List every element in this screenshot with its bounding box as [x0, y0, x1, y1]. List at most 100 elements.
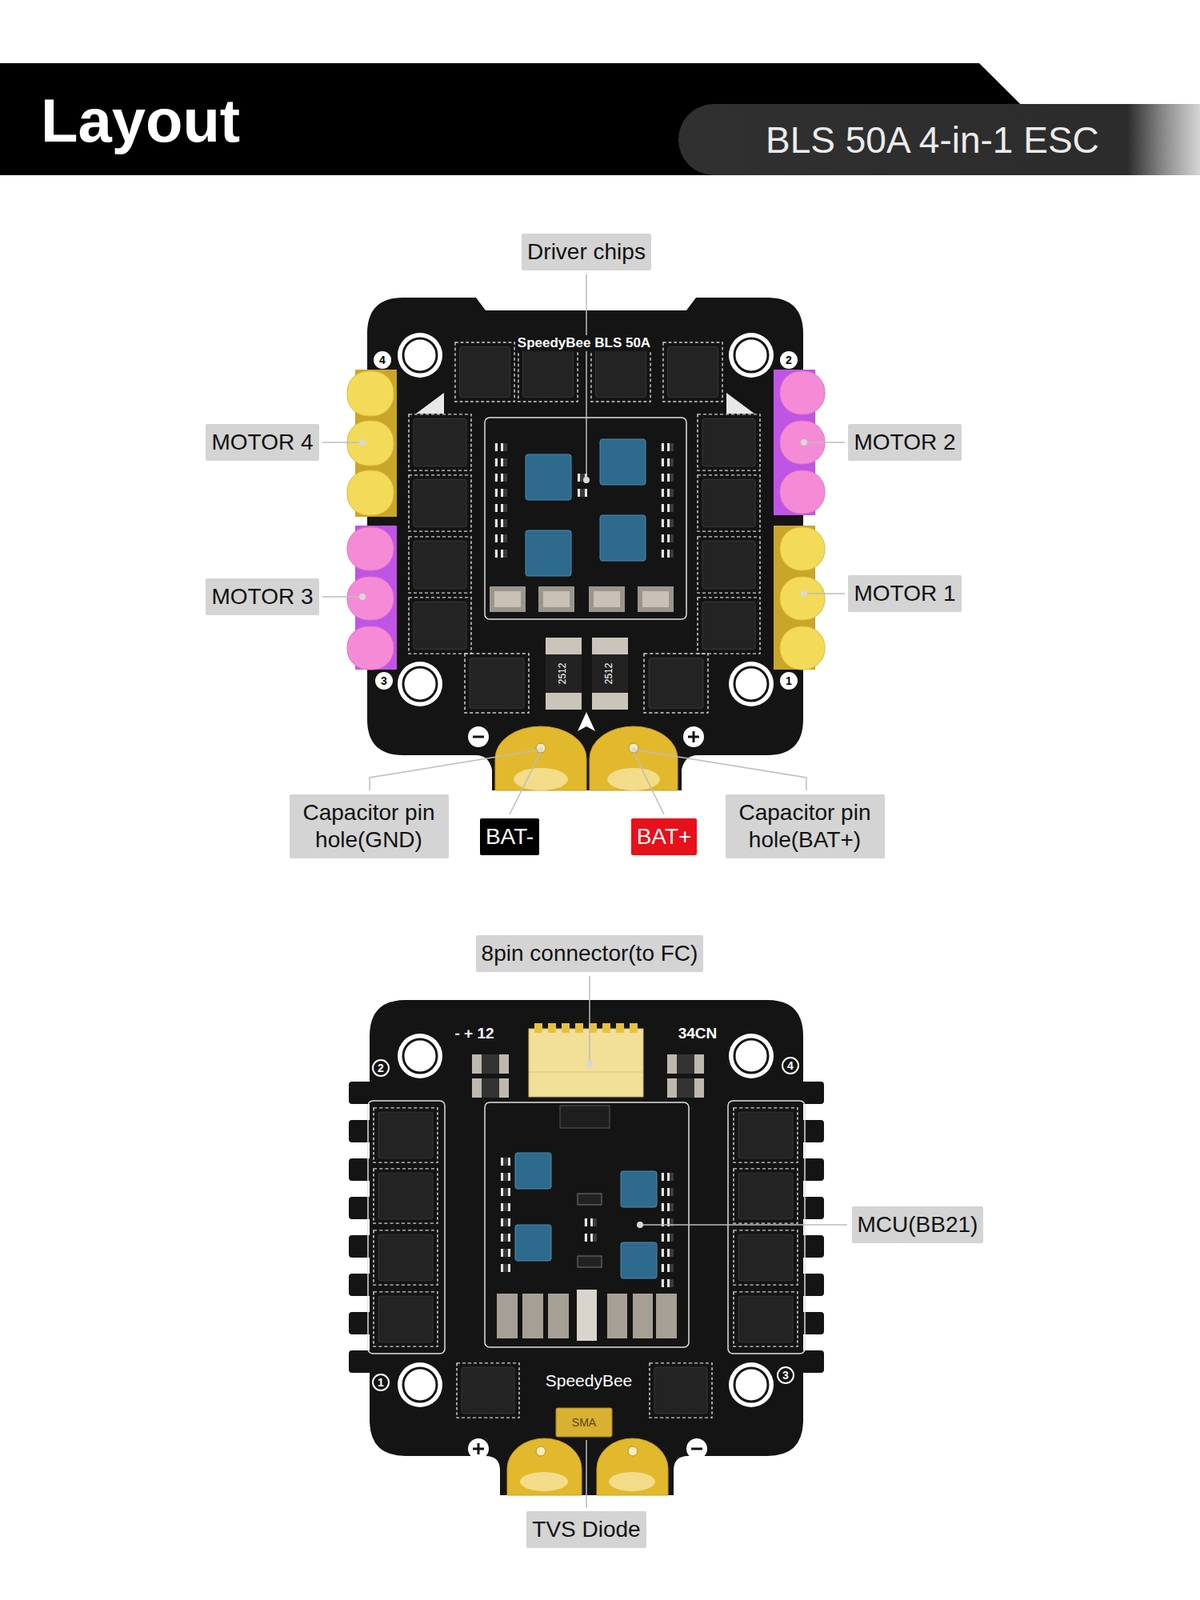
resistors-part [489, 586, 526, 612]
mosfets-part [464, 653, 529, 713]
small-components-part [660, 1168, 674, 1290]
resistors [489, 586, 674, 710]
mosfets-part [733, 1108, 798, 1163]
mosfets-part [663, 342, 723, 402]
mounting-holes-part [403, 1039, 437, 1073]
callout-number: 2 [780, 351, 798, 369]
mosfets-part [455, 342, 515, 402]
driver-chips-part [600, 515, 646, 561]
callout-text: MOTOR 3 [211, 583, 313, 611]
callout-text: MOTOR 2 [853, 428, 956, 456]
mosfets-part [697, 536, 760, 593]
motor-pads-part [347, 626, 394, 670]
motor-pads-part [780, 576, 825, 620]
leader-dots-part [636, 1221, 644, 1228]
mcu-chips-part [515, 1224, 552, 1261]
component-marking: SMA [570, 1416, 598, 1429]
resistors-part [545, 637, 582, 710]
brand-silkscreen: SpeedyBee [544, 1371, 635, 1391]
mcu-chips-part [620, 1242, 657, 1279]
callout-number: 3 [375, 672, 393, 690]
resistors-part [496, 1293, 518, 1339]
mosfets-part [408, 475, 472, 532]
mounting-holes-part [403, 1368, 437, 1402]
mounting-holes-part [397, 1362, 443, 1408]
small-components-part [676, 1078, 695, 1098]
callout-text: Capacitor pin hole(GND) [295, 799, 444, 853]
resistors-part [548, 1293, 569, 1339]
small-components-part [584, 1212, 597, 1243]
callout-box: MOTOR 1 [848, 575, 961, 612]
mosfets-part [697, 414, 760, 471]
callout-text: Capacitor pin hole(BAT+) [731, 799, 880, 853]
resistors-part [592, 637, 628, 710]
callout-box: BAT- [480, 818, 540, 856]
fc-connector-part [528, 1028, 644, 1097]
mounting-holes-part [734, 1039, 768, 1073]
mcu-chips-part [620, 1171, 657, 1208]
mcu-chips-part [515, 1152, 552, 1189]
pin-marking: 34CN [676, 1024, 720, 1043]
tvs-diode-part [556, 1408, 612, 1437]
driver-chips-part [494, 438, 508, 560]
silkscreen-part [577, 712, 596, 732]
resistors-part [494, 591, 521, 608]
leader-lines-part [804, 592, 845, 595]
callout-number: 1 [372, 1373, 390, 1392]
polarity-symbols-part [468, 1438, 489, 1460]
small-components [472, 1054, 704, 1290]
silkscreen-part [484, 417, 687, 620]
leader-lines [322, 274, 848, 1508]
callout-box: BAT+ [631, 818, 698, 856]
leader-lines-part [588, 976, 591, 1063]
small-components-part [472, 1054, 509, 1074]
motor-pads-part [347, 470, 394, 516]
mosfets-part [649, 1363, 712, 1418]
mosfets-part [408, 414, 472, 471]
mounting-holes-part [728, 661, 774, 707]
resistors-part [545, 654, 582, 693]
polarity-symbols-part [683, 726, 704, 748]
mounting-holes-part [728, 1033, 774, 1079]
battery-pads-part [495, 726, 587, 791]
motor-pads-part [780, 626, 825, 670]
leader-dots-part [800, 590, 808, 597]
battery-pads-part [536, 1446, 546, 1456]
mosfets-part [373, 1230, 438, 1285]
callout-box: Capacitor pin hole(BAT+) [725, 794, 885, 858]
leader-lines-part [585, 274, 588, 479]
motor-pads-part [347, 420, 394, 466]
mosfets-part [733, 1230, 798, 1285]
mosfets-part [456, 1363, 520, 1418]
driver-chips-part [660, 438, 674, 560]
resistors-part [607, 1293, 628, 1339]
silkscreen [368, 1100, 805, 1354]
silkscreen-part [368, 1100, 445, 1354]
small-components-part [481, 1078, 500, 1098]
battery-pads-part [536, 743, 546, 753]
leader-dots-part [800, 439, 808, 446]
mounting-holes-part [734, 1368, 768, 1402]
fc-connector-part [629, 1023, 638, 1033]
esc-top-board-part [367, 297, 804, 791]
mounting-holes-part [403, 338, 437, 372]
mounting-holes-part [403, 667, 437, 701]
resistors-part [656, 1293, 677, 1339]
callout-text: 8pin connector(to FC) [481, 940, 699, 968]
leader-lines-part [585, 1440, 588, 1508]
mosfets-part [373, 1168, 438, 1224]
polarity-symbols-part [686, 1438, 708, 1460]
motor-pads-part [780, 371, 825, 415]
tvs-diode [556, 1408, 612, 1437]
board-silkscreen: SpeedyBee BLS 50A [516, 335, 652, 352]
leader-lines-part [509, 752, 541, 815]
mosfets-part [373, 1292, 438, 1347]
callout-box: Capacitor pin hole(GND) [289, 794, 449, 858]
battery-pads-part [628, 743, 639, 753]
small-components-part [667, 1054, 704, 1074]
mounting-holes-part [397, 332, 443, 378]
battery-pads-part [596, 1438, 668, 1496]
callout-number: 2 [372, 1059, 390, 1077]
mounting-holes-part [728, 1362, 774, 1408]
callout-number: 4 [781, 1056, 800, 1075]
